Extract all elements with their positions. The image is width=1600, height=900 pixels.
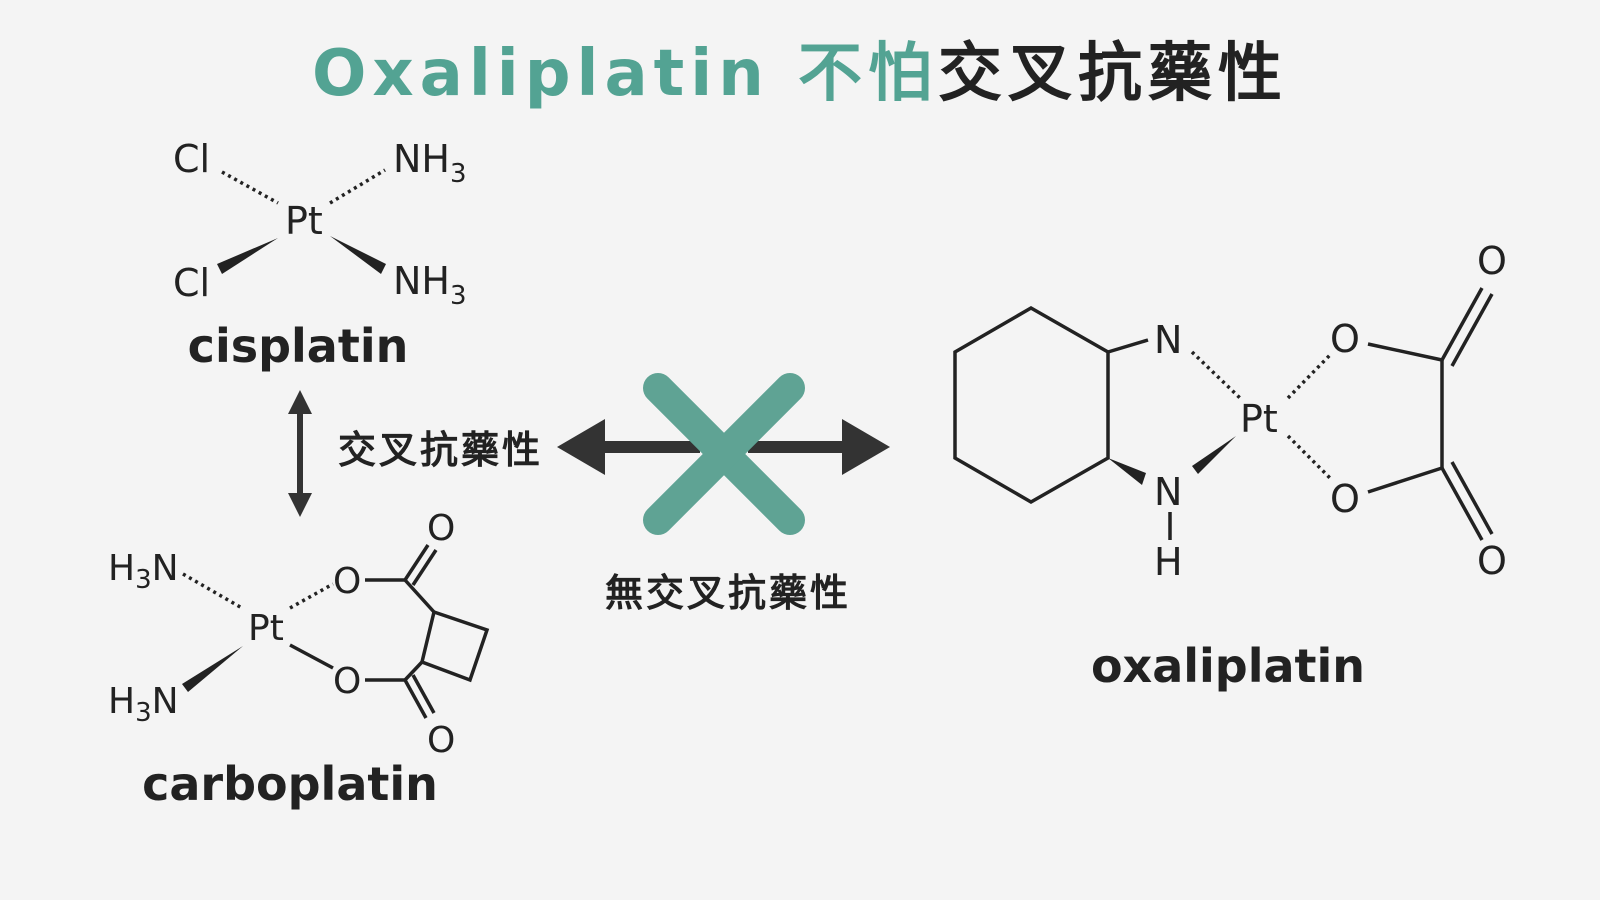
carboplatin-carbonyl-bottom-b — [411, 674, 436, 714]
cisplatin-dashed-bond-cl — [221, 170, 279, 205]
carboplatin-atom-h3n-bottom: H3N — [108, 681, 179, 728]
carbo-h-bottom: H — [108, 681, 135, 722]
carbo-sub-bottom: 3 — [135, 698, 152, 728]
oxaliplatin-atom-o-lower: O — [1330, 477, 1360, 521]
cisplatin-sub-bottom: 3 — [450, 281, 467, 311]
carboplatin-label: carboplatin — [142, 757, 438, 811]
oxaliplatin-dashed-bond-n-pt — [1190, 350, 1242, 400]
carboplatin-atom-pt: Pt — [248, 608, 284, 649]
carboplatin-structure: H3N H3N Pt O O O O carboplatin — [108, 508, 490, 811]
cisplatin-structure: Cl Cl Pt NH3 NH3 cisplatin — [173, 137, 467, 373]
cisplatin-wedge-bond-cl — [217, 238, 278, 274]
oxaliplatin-atom-o-upper: O — [1330, 317, 1360, 361]
carboplatin-dashed-bond-n — [182, 572, 243, 610]
oxaliplatin-wedge-c-n-bottom — [1108, 458, 1146, 485]
carboplatin-atom-h3n-top: H3N — [108, 548, 179, 595]
oxaliplatin-carbonyl-top-a — [1440, 287, 1484, 361]
carboplatin-cyclobutane-ring — [419, 609, 490, 683]
carbo-sub-top: 3 — [135, 565, 152, 595]
oxaliplatin-carbonyl-bottom-b — [1450, 461, 1494, 535]
carboplatin-carbonyl-top-b — [411, 549, 438, 586]
carboplatin-atom-o-lower: O — [333, 661, 361, 702]
oxaliplatin-label: oxaliplatin — [1091, 639, 1365, 693]
carbo-h-top: H — [108, 548, 135, 589]
oxaliplatin-atom-o-carbonyl-bottom: O — [1477, 539, 1507, 583]
page-title: Oxaliplatin 不怕交叉抗藥性 — [0, 22, 1600, 114]
x-mark-stroke-b — [643, 373, 805, 535]
cisplatin-atom-nh3-bottom: NH3 — [393, 259, 467, 311]
right-arrow-head — [842, 419, 890, 475]
cisplatin-sub-top: 3 — [450, 159, 467, 189]
oxaliplatin-bond-o-c-lower — [1367, 466, 1443, 494]
oxaliplatin-atom-n-top: N — [1154, 318, 1182, 362]
carboplatin-atom-o-upper: O — [333, 561, 361, 602]
title-accent-text: Oxaliplatin 不怕 — [311, 37, 939, 111]
oxaliplatin-dashed-bond-pt-o-upper — [1286, 353, 1332, 400]
oxaliplatin-bond-c-n-top — [1107, 338, 1149, 354]
cisplatin-atom-cl-top: Cl — [173, 137, 210, 181]
carboplatin-bond-c-ring-upper — [403, 578, 436, 614]
oxaliplatin-wedge-bond-n-pt — [1192, 436, 1236, 474]
carboplatin-bond-o — [289, 643, 334, 670]
oxaliplatin-bond-o-c-upper — [1367, 342, 1443, 362]
title-dark-text: 交叉抗藥性 — [938, 37, 1289, 111]
carboplatin-carbonyl-top-a — [403, 544, 430, 581]
carboplatin-wedge-bond-n — [182, 646, 243, 692]
cisplatin-dashed-bond-nh3 — [329, 168, 386, 205]
oxaliplatin-carbonyl-top-b — [1450, 293, 1494, 367]
oxaliplatin-atom-pt: Pt — [1240, 397, 1278, 441]
cisplatin-nh-top: NH — [393, 137, 450, 181]
cisplatin-atom-nh3-top: NH3 — [393, 137, 467, 189]
carboplatin-atom-o-carbonyl-bottom: O — [427, 720, 455, 761]
carboplatin-dashed-bond-o — [289, 582, 334, 610]
cisplatin-label: cisplatin — [188, 319, 409, 373]
carbo-n-bottom: N — [152, 681, 179, 722]
no-cross-resistance-group: 無交叉抗藥性 — [557, 373, 890, 615]
oxaliplatin-atom-o-carbonyl-top: O — [1477, 239, 1507, 283]
oxaliplatin-carbonyl-bottom-a — [1440, 467, 1484, 541]
cisplatin-atom-cl-bottom: Cl — [173, 261, 210, 305]
oxaliplatin-atom-n-bottom: N — [1154, 470, 1182, 514]
cisplatin-atom-pt: Pt — [285, 199, 323, 243]
oxaliplatin-structure: N N H Pt O O O O oxaliplatin — [953, 239, 1507, 693]
cisplatin-nh-bottom: NH — [393, 259, 450, 303]
carboplatin-atom-o-carbonyl-top: O — [427, 508, 455, 549]
carboplatin-carbonyl-bottom-a — [403, 679, 428, 719]
carboplatin-bond-c-ring-lower — [403, 660, 424, 682]
left-arrow-head — [557, 419, 605, 475]
cross-resistance-label: 交叉抗藥性 — [338, 428, 543, 472]
no-cross-resistance-label: 無交叉抗藥性 — [605, 571, 851, 615]
carbo-n-top: N — [152, 548, 179, 589]
cisplatin-wedge-bond-nh3 — [330, 236, 386, 274]
oxaliplatin-dashed-bond-pt-o-lower — [1286, 434, 1332, 480]
oxaliplatin-atom-h: H — [1154, 540, 1183, 584]
oxaliplatin-cyclohexane-ring — [953, 305, 1110, 505]
